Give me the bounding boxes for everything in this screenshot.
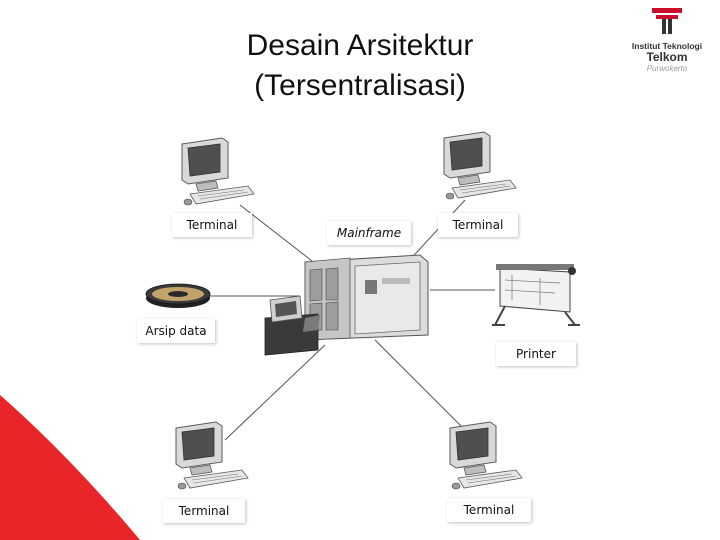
terminal-icon-bottom-left — [176, 422, 248, 489]
title-line-2: (Tersentralisasi) — [170, 66, 550, 106]
label-mainframe: Mainframe — [327, 221, 411, 245]
logo-line-3: Purwokerto — [624, 64, 710, 74]
title-line-1: Desain Arsitektur — [170, 26, 550, 66]
label-terminal-top-left: Terminal — [172, 213, 252, 237]
red-accent-shape — [0, 395, 140, 540]
tape-reel-icon — [146, 284, 210, 308]
line-terminal-bottom-left — [225, 345, 325, 440]
terminal-icon-bottom-right — [450, 422, 522, 489]
plotter-icon — [492, 264, 580, 325]
line-terminal-bottom-right — [375, 340, 475, 440]
logo-line-2: Telkom — [624, 51, 710, 64]
label-terminal-bottom-left: Terminal — [163, 499, 245, 523]
terminal-icon-top-right — [444, 132, 516, 199]
slide-title: Desain Arsitektur (Tersentralisasi) — [170, 26, 550, 106]
label-archive: Arsip data — [137, 319, 215, 343]
mainframe-icon — [265, 255, 428, 355]
logo-mark-icon — [652, 8, 682, 34]
label-printer: Printer — [496, 342, 576, 366]
institution-logo: Institut Teknologi Telkom Purwokerto — [624, 8, 710, 84]
label-terminal-bottom-right: Terminal — [447, 498, 531, 522]
label-terminal-top-right: Terminal — [438, 213, 518, 237]
terminal-icon-top-left — [182, 138, 254, 205]
